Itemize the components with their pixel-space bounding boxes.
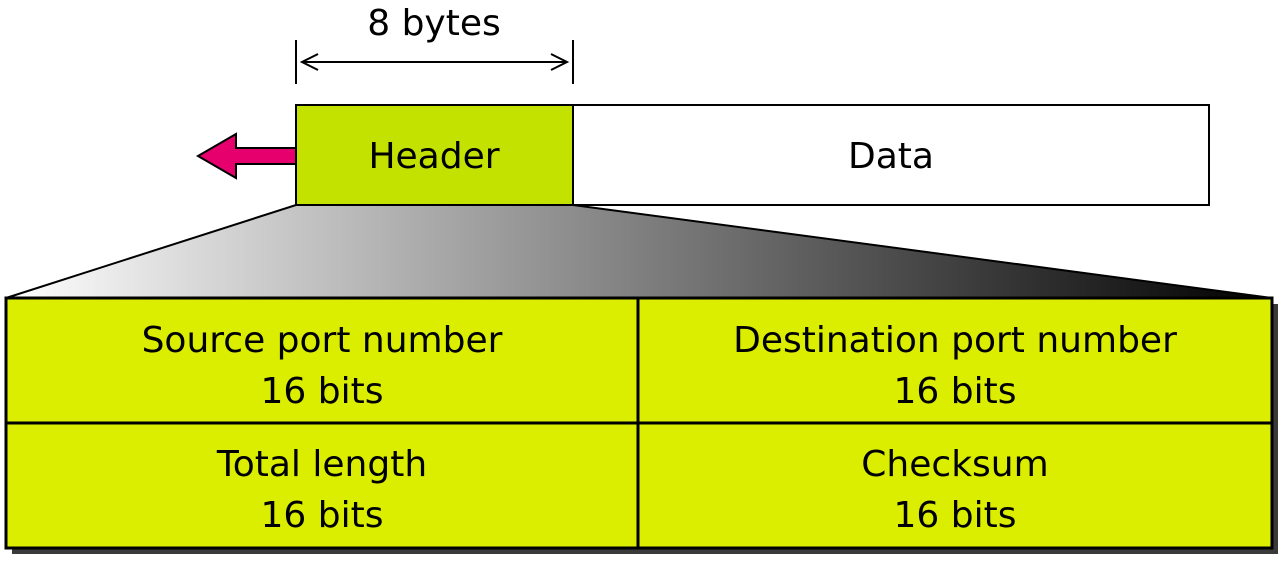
field-size: 16 bits — [894, 495, 1017, 536]
header-block — [295, 104, 574, 206]
packet: Header Data — [295, 104, 1210, 206]
field-name: Destination port number — [733, 320, 1177, 361]
field-size: 16 bits — [894, 371, 1017, 412]
size-dimension: 8 bytes — [295, 3, 574, 84]
header-label: Header — [368, 136, 499, 177]
direction-arrow-icon — [196, 132, 297, 180]
dimension-arrowhead-right — [550, 53, 570, 71]
field-size: 16 bits — [261, 495, 384, 536]
field-source-port: Source port number 16 bits — [142, 320, 503, 412]
field-destination-port: Destination port number 16 bits — [733, 320, 1177, 412]
data-label: Data — [848, 136, 934, 177]
field-size: 16 bits — [261, 371, 384, 412]
size-label: 8 bytes — [367, 3, 501, 44]
field-total-length: Total length 16 bits — [216, 444, 427, 536]
field-checksum: Checksum 16 bits — [861, 444, 1048, 536]
field-name: Total length — [216, 444, 427, 485]
data-block — [572, 104, 1210, 206]
header-fields-table: Source port number 16 bits Destination p… — [4, 296, 1278, 554]
field-name: Checksum — [861, 444, 1048, 485]
dimension-arrowhead-left — [299, 53, 319, 71]
header-expansion-fan — [5, 204, 1273, 299]
field-name: Source port number — [142, 320, 503, 361]
